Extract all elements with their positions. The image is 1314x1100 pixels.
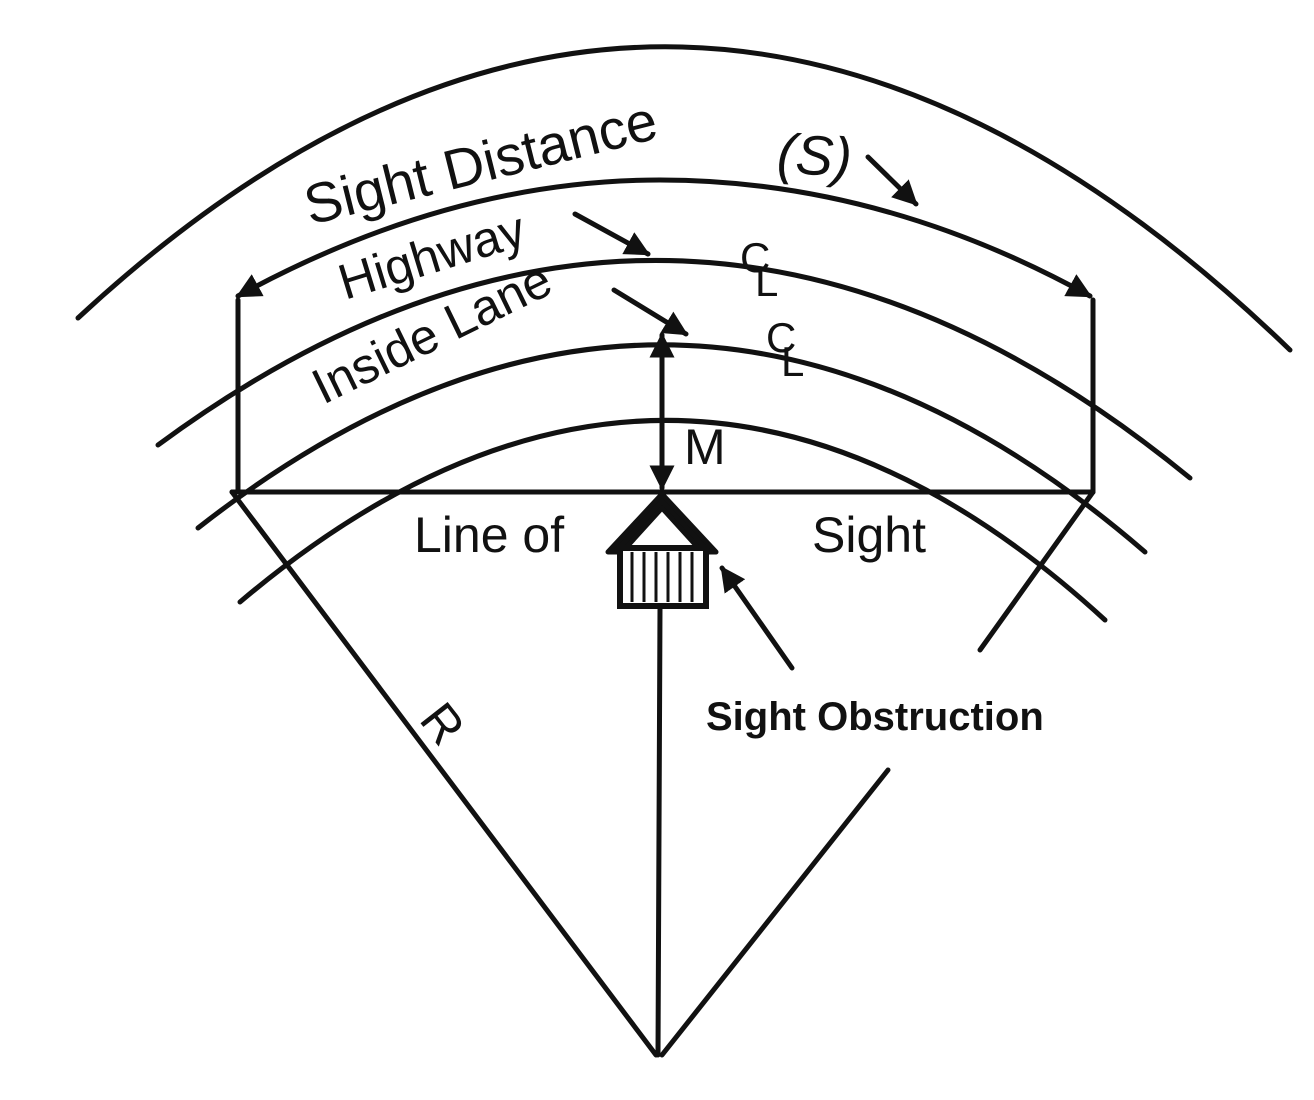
radius-right [977, 489, 1096, 653]
inside-lane-pointer-arrow [611, 287, 689, 337]
inside-lane-centerline-symbol: C L [766, 314, 804, 385]
highway-centerline-arc [155, 257, 1193, 481]
svg-text:L: L [755, 258, 778, 305]
obstruction-pointer-arrow [719, 565, 795, 671]
highway-pointer-arrow [572, 211, 651, 257]
middle-ordinate-label: M [684, 419, 726, 475]
radius-right-lower [659, 767, 891, 1058]
radius-label: R [409, 692, 475, 755]
sight-obstruction-label: Sight Obstruction [706, 695, 1044, 739]
radius-center [655, 605, 663, 1058]
inside-lane-centerline-arc [195, 342, 1148, 555]
highway-centerline-symbol: C L [740, 234, 778, 305]
s-pointer-arrow [865, 154, 919, 207]
svg-text:C: C [740, 234, 770, 281]
radius-left [229, 489, 659, 1058]
inner-edge-arc [237, 417, 1108, 623]
line-of-label: Line of [414, 507, 564, 563]
svg-text:C: C [766, 314, 796, 361]
sight-distance-arc [235, 177, 1093, 299]
svg-text:L: L [781, 338, 804, 385]
outer-boundary-arc [75, 44, 1293, 353]
sight-obstruction-icon [605, 491, 719, 609]
s-symbol-label: (S) [775, 121, 854, 189]
sight-label: Sight [812, 507, 926, 563]
